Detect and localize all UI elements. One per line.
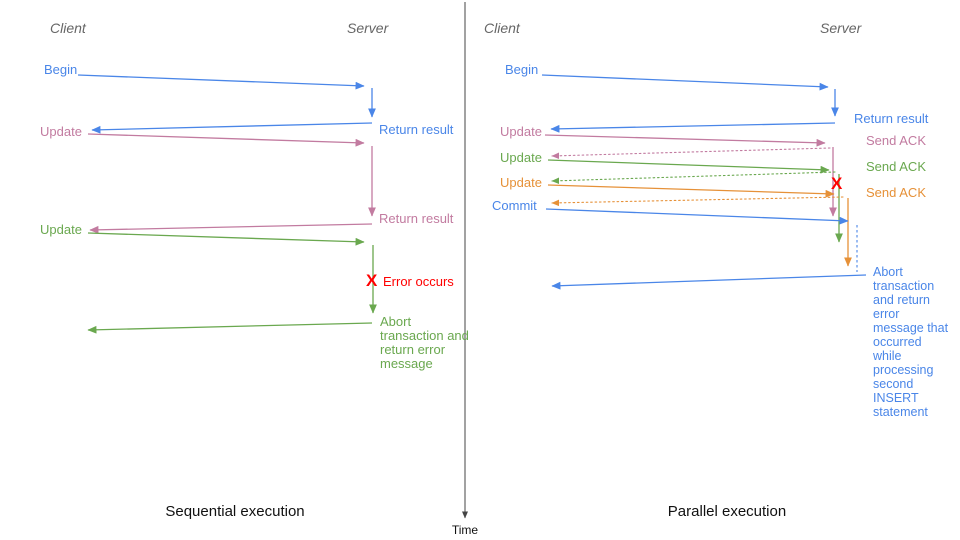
par-send-ack-3-label: Send ACK [866,185,926,200]
seq-begin-return-arrow [91,122,373,134]
time-axis-label: Time [451,523,479,537]
seq-update-1-label: Update [40,124,82,139]
right-panel-caption: Parallel execution [667,503,787,520]
seq-update2-request-arrow [87,232,365,246]
seq-begin-label: Begin [44,62,78,77]
right-panel-arrows [541,74,867,290]
par-begin-request-arrow [541,74,829,91]
par-ack1-arrow [551,147,831,160]
seq-error-occurs-label: Error occurs [383,274,454,289]
par-update-1-label: Update [500,124,542,139]
seq-abort-return-arrow [87,322,373,334]
seq-abort-message: Abort transaction and return error messa… [380,314,469,371]
par-begin-label: Begin [505,62,539,77]
par-abort-return-arrow [551,274,867,290]
par-ack3-arrow [551,196,844,207]
par-begin-return-arrow [550,122,836,133]
par-commit-label: Commit [492,198,537,213]
left-panel-arrows [77,74,377,334]
seq-begin-request-arrow [77,74,365,90]
par-update2-request-arrow [547,159,830,174]
left-panel-caption: Sequential execution [165,503,305,520]
par-ack2-arrow [551,171,836,185]
seq-error-x-icon: X [366,271,378,290]
par-error-x-icon: X [831,174,843,193]
par-return-result-label: Return result [854,111,929,126]
par-send-ack-2-label: Send ACK [866,159,926,174]
par-update1-request-arrow [544,134,826,147]
right-client-header: Client [484,20,520,36]
seq-return-result-1-label: Return result [379,122,454,137]
seq-update1-request-arrow [87,133,365,147]
seq-update-2-label: Update [40,222,82,237]
par-commit-request-arrow [545,208,849,225]
left-client-header: Client [50,20,86,36]
par-send-ack-1-label: Send ACK [866,133,926,148]
par-update-3-label: Update [500,175,542,190]
seq-return-result-2-label: Return result [379,211,454,226]
par-update3-request-arrow [547,184,835,198]
par-update-2-label: Update [500,150,542,165]
seq-update1-return-arrow [89,223,373,234]
left-server-header: Server [347,20,389,36]
right-server-header: Server [820,20,862,36]
par-abort-message: Abort transaction and return error messa… [873,265,949,419]
